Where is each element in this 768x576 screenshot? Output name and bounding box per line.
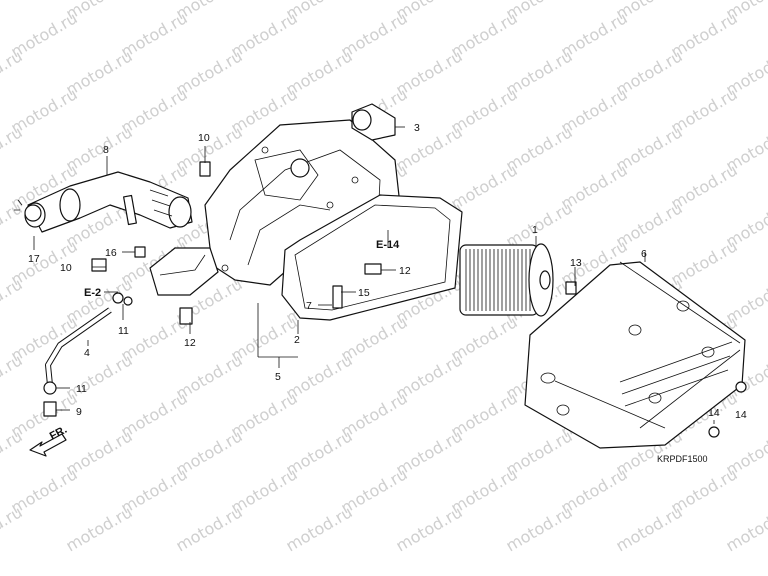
callout-4: 4 (84, 347, 90, 359)
callout-5: 5 (275, 371, 281, 383)
air-filter-element (459, 243, 554, 317)
callout-14-bottom: 14 (708, 407, 720, 419)
callout-14-right: 14 (735, 409, 747, 421)
callout-12-lower: 12 (184, 337, 196, 349)
callout-15: 15 (358, 287, 370, 299)
callout-1: 1 (532, 224, 538, 236)
clamp (14, 199, 42, 222)
case-cover (281, 194, 463, 321)
callout-11-lower: 11 (76, 383, 87, 395)
watermark-text: motod.ru (723, 502, 768, 555)
callout-16: 16 (105, 247, 117, 259)
watermark-text: motod.ru (0, 0, 26, 23)
callout-10-lower: 10 (60, 262, 72, 274)
watermark-text: motod.ru (503, 502, 576, 555)
callout-3: 3 (414, 122, 420, 134)
callout-11-upper: 11 (118, 325, 129, 337)
leader-lines (33, 126, 741, 429)
watermark-text: motod.ru (283, 502, 356, 555)
connector-tube (149, 247, 219, 296)
callout-6: 6 (641, 248, 647, 260)
front-direction-arrow: FR. (29, 424, 69, 457)
watermark-text: motod.ru (63, 502, 136, 555)
ref-e14: E-14 (376, 239, 400, 251)
callout-17: 17 (28, 253, 40, 265)
fasteners (43, 161, 747, 438)
callout-13: 13 (570, 257, 582, 269)
callout-10-upper: 10 (198, 132, 210, 144)
callout-7: 7 (306, 300, 312, 312)
callout-12-right: 12 (399, 265, 411, 277)
grommet (351, 103, 396, 141)
diagram-code: KRPDF1500 (657, 454, 708, 464)
watermark-text: motod.ru (173, 502, 246, 555)
drain-hose (45, 307, 112, 386)
callout-2: 2 (294, 334, 300, 346)
ref-e2: E-2 (84, 287, 101, 299)
callout-9: 9 (76, 406, 82, 418)
watermark-text: motod.ru (613, 502, 686, 555)
callout-8: 8 (103, 144, 109, 156)
watermark-text: motod.ru (393, 502, 466, 555)
